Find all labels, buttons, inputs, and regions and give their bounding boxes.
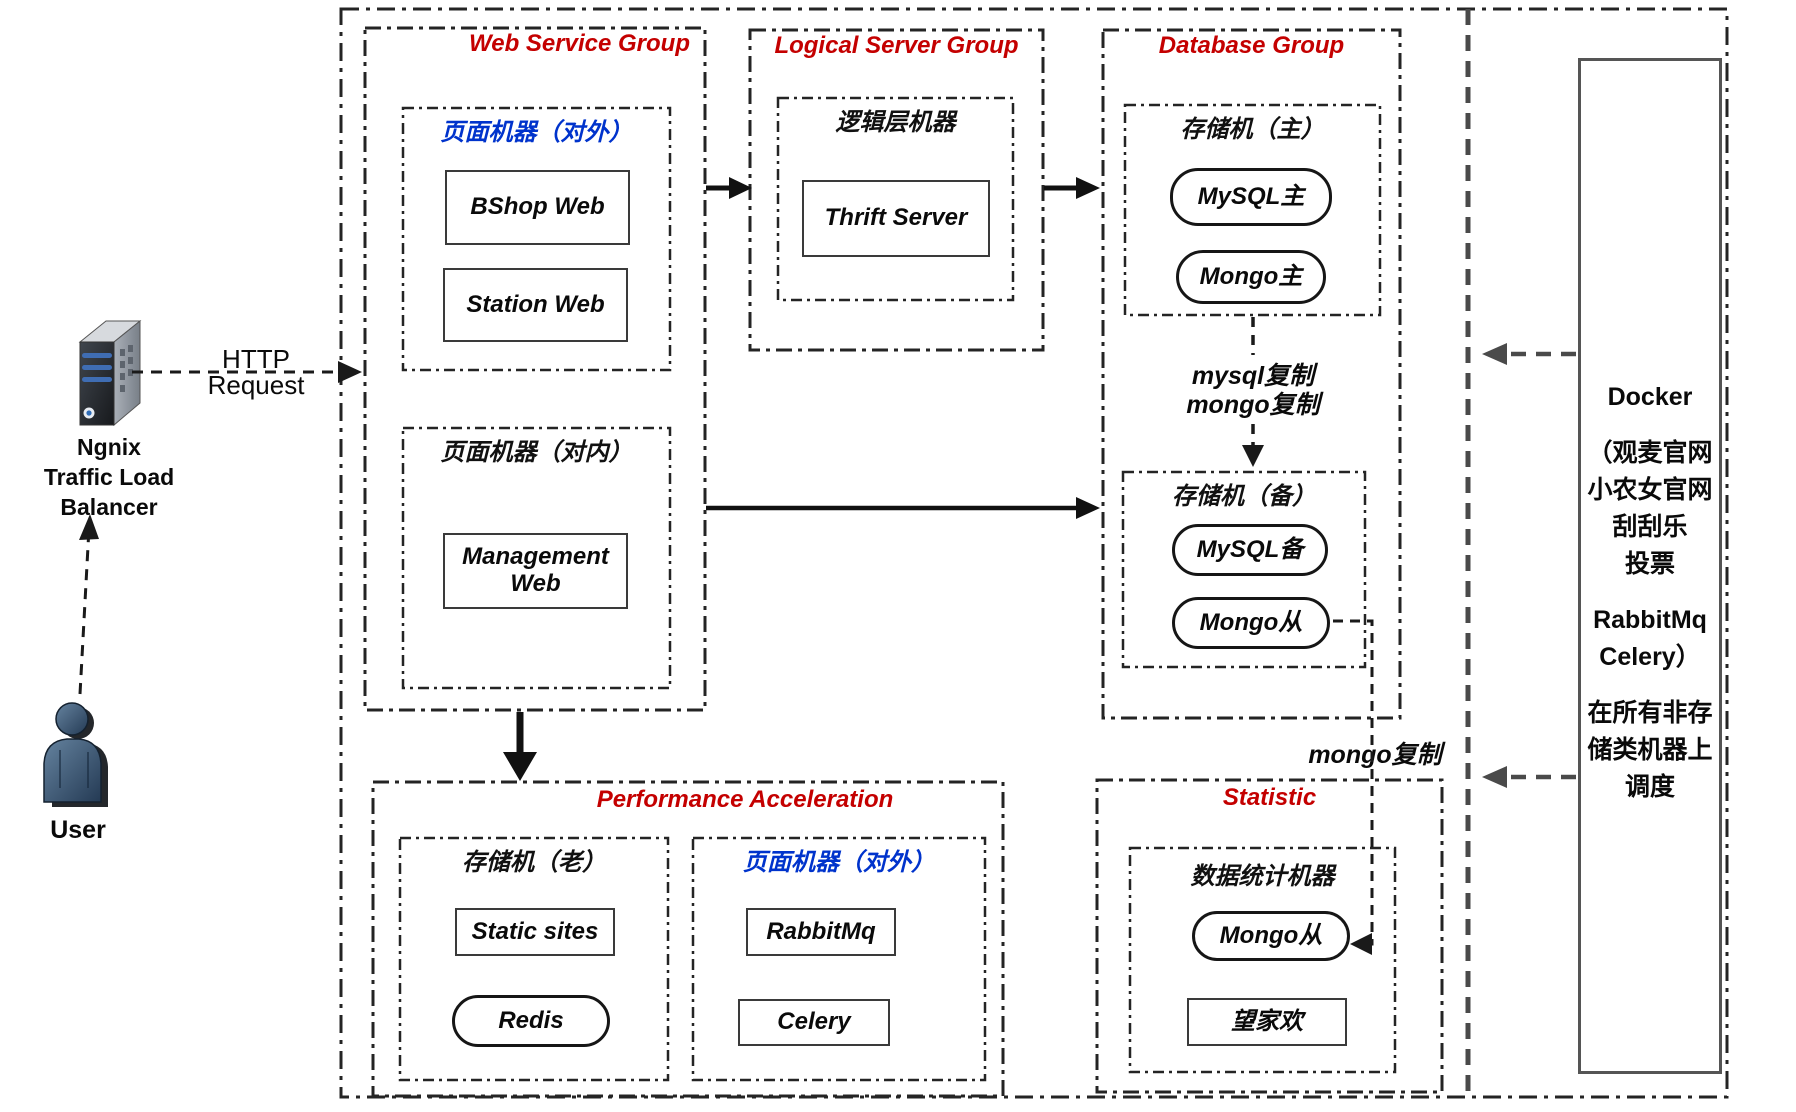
arrow-web-to-logical: [706, 177, 752, 199]
database-group-title: Database Group: [1158, 32, 1345, 59]
data-statistic-machine-title: 数据统计机器: [1190, 863, 1335, 890]
docker-line-scheduling1: 在所有非存: [1587, 699, 1713, 727]
performance-acceleration-title: Performance Acceleration: [596, 786, 894, 813]
node-thrift-server: Thrift Server: [802, 180, 990, 257]
docker-line-scheduling2: 储类机器上: [1587, 736, 1713, 764]
page-machine-internal-title: 页面机器（对内）: [440, 439, 633, 466]
node-mongo-master: Mongo主: [1176, 250, 1326, 304]
nginx-label-line1: Ngnix: [77, 434, 141, 460]
docker-title: Docker: [1607, 383, 1693, 411]
node-mongo-slave: Mongo从: [1172, 597, 1330, 649]
node-station-web: Station Web: [443, 268, 628, 342]
storage-old-title: 存储机（老）: [462, 849, 606, 876]
node-static-sites: Static sites: [455, 908, 615, 956]
replication-label: mysql复制 mongo复制: [1128, 362, 1378, 420]
arrow-web-to-performance: [503, 712, 537, 781]
node-bshop-web: BShop Web: [445, 170, 630, 245]
node-rabbitmq: RabbitMq: [746, 908, 896, 956]
node-redis: Redis: [452, 995, 610, 1047]
arrow-logical-to-database: [1044, 177, 1100, 199]
docker-line-toupiao: 投票: [1624, 550, 1675, 578]
docker-line-rabbitmq: RabbitMq: [1593, 606, 1707, 634]
nginx-label-line3: Balancer: [60, 494, 158, 520]
page-machine-external-title: 页面机器（对外）: [440, 119, 633, 146]
http-label-line2: Request: [207, 370, 305, 400]
user-label: User: [50, 816, 106, 844]
logic-layer-machine-title: 逻辑层机器: [835, 109, 956, 136]
logical-server-group-title: Logical Server Group: [774, 32, 1019, 59]
nginx-label: Ngnix Traffic Load Balancer: [18, 432, 200, 522]
docker-line-celery: Celery）: [1599, 643, 1701, 671]
user-icon: [43, 702, 108, 807]
docker-line-guaguale: 刮刮乐: [1612, 513, 1688, 541]
node-mysql-master: MySQL主: [1170, 168, 1332, 226]
statistic-title: Statistic: [1222, 784, 1317, 811]
docker-line-xiaonongnv: 小农女官网: [1587, 476, 1713, 504]
arrow-internal-to-standby: [706, 497, 1100, 519]
replication-label-line2: mongo复制: [1186, 391, 1320, 419]
http-request-label: HTTP Request: [175, 346, 337, 398]
web-service-group-title: Web Service Group: [469, 30, 690, 57]
arrow-docker-to-main-bottom: [1482, 766, 1576, 788]
node-mysql-standby: MySQL备: [1172, 524, 1328, 576]
http-label-line1: HTTP: [222, 344, 290, 374]
docker-text-block: Docker （观麦官网 小农女官网 刮刮乐 投票 RabbitMq Celer…: [1581, 379, 1719, 806]
node-management-web: Management Web: [443, 533, 628, 609]
node-mongo-slave-statistic: Mongo从: [1192, 911, 1350, 961]
pa-page-machine-external-title: 页面机器（对外）: [743, 849, 935, 876]
server-icon: [78, 319, 142, 427]
mongo-replication-label: mongo复制: [1308, 741, 1442, 769]
node-celery: Celery: [738, 999, 890, 1046]
arrow-user-to-nginx: [78, 514, 99, 695]
node-wangjiahuan: 望家欢: [1187, 998, 1347, 1046]
docker-line-guanmai: （观麦官网: [1587, 439, 1713, 467]
docker-line-scheduling3: 调度: [1624, 773, 1675, 801]
storage-standby-title: 存储机（备）: [1172, 483, 1316, 510]
storage-primary-title: 存储机（主）: [1180, 116, 1325, 143]
nginx-label-line2: Traffic Load: [43, 464, 175, 490]
arrow-docker-to-main-top: [1482, 343, 1576, 365]
replication-label-line1: mysql复制: [1191, 362, 1315, 390]
docker-panel: Docker （观麦官网 小农女官网 刮刮乐 投票 RabbitMq Celer…: [1578, 58, 1722, 1074]
